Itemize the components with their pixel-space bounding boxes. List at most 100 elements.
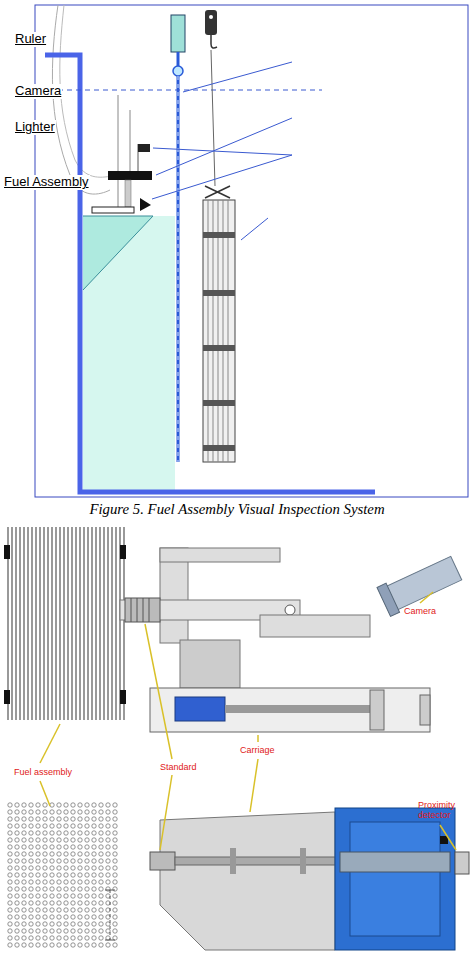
fuel-assembly-cross-section-part [113, 838, 117, 842]
callout-label: Proximity detector [418, 800, 464, 821]
callout-label: Standard [160, 762, 197, 772]
fuel-assembly-cross-section-part [43, 824, 47, 828]
fuel-assembly-side-view-part [4, 545, 10, 559]
part-label: Lighter [14, 120, 56, 135]
inspection-pool-drawing-part [178, 76, 179, 462]
fuel-assembly-side-view-part [39, 527, 41, 720]
fuel-assembly-cross-section-part [85, 838, 89, 842]
fuel-assembly-cross-section-part [57, 817, 61, 821]
fuel-assembly-cross-section-part [78, 894, 82, 898]
fuel-assembly-cross-section-part [36, 810, 40, 814]
fuel-assembly-cross-section-part [92, 845, 96, 849]
inspection-pool-drawing-part [203, 200, 235, 462]
inspection-mechanism-part-part [377, 583, 400, 616]
fuel-assembly-cross-section-part [71, 922, 75, 926]
fuel-assembly-cross-section-part [64, 859, 68, 863]
fuel-assembly-cross-section-part [50, 873, 54, 877]
leader-lines-part [420, 592, 433, 603]
fuel-assembly-cross-section-part [113, 852, 117, 856]
fuel-assembly-cross-section-part [57, 824, 61, 828]
fuel-assembly-side-view-part [107, 527, 109, 720]
inspection-mechanism-part [160, 812, 335, 950]
inspection-mechanism-part [149, 598, 150, 622]
fuel-assembly-side-view-part [19, 527, 21, 720]
inspection-mechanism-part [340, 852, 450, 872]
fuel-assembly-cross-section-part [92, 908, 96, 912]
fuel-assembly-cross-section-part [43, 810, 47, 814]
fuel-assembly-cross-section-part [43, 943, 47, 947]
fuel-assembly-cross-section-part [8, 894, 12, 898]
fuel-assembly-cross-section-part [99, 859, 103, 863]
inspection-pool-drawing-part [83, 216, 153, 290]
fuel-assembly-cross-section-part [113, 887, 117, 891]
fuel-assembly-cross-section-part [64, 922, 68, 926]
fuel-assembly-cross-section-part [78, 943, 82, 947]
fuel-assembly-cross-section-part [15, 866, 19, 870]
fuel-assembly-cross-section-part [92, 817, 96, 821]
fuel-assembly-cross-section-part [78, 922, 82, 926]
fuel-assembly-cross-section-part [22, 908, 26, 912]
inspection-pool-drawing-part [83, 216, 175, 490]
fuel-assembly-cross-section-part [22, 901, 26, 905]
inspection-pool-drawing-part [213, 200, 214, 462]
fuel-assembly-cross-section-part [71, 838, 75, 842]
fuel-assembly-side-view-part [83, 527, 85, 720]
fuel-assembly-cross-section-part [43, 922, 47, 926]
fuel-assembly-cross-section-part [92, 852, 96, 856]
fuel-assembly-side-view-part [51, 527, 53, 720]
fuel-assembly-cross-section-part [85, 915, 89, 919]
fuel-assembly-cross-section-part [64, 873, 68, 877]
fuel-assembly-cross-section-part [22, 887, 26, 891]
fuel-assembly-cross-section-part [64, 845, 68, 849]
fuel-assembly-cross-section-part [92, 803, 96, 807]
fuel-assembly-cross-section-part [15, 873, 19, 877]
fuel-assembly-cross-section-part [99, 908, 103, 912]
fuel-assembly-cross-section-part [8, 831, 12, 835]
fuel-assembly-cross-section-part [57, 838, 61, 842]
fuel-assembly-cross-section-part [99, 901, 103, 905]
inspection-pool-drawing-part [118, 95, 119, 207]
fuel-assembly-cross-section-part [71, 929, 75, 933]
fuel-assembly-cross-section-part [22, 845, 26, 849]
fuel-assembly-cross-section-part [57, 887, 61, 891]
inspection-pool-drawing-part [83, 216, 153, 217]
fuel-assembly-cross-section-part [29, 887, 33, 891]
fuel-assembly-cross-section-part [29, 922, 33, 926]
fuel-assembly-cross-section-part [71, 831, 75, 835]
fuel-assembly-cross-section-part [8, 852, 12, 856]
fuel-assembly-cross-section-part [50, 817, 54, 821]
inspection-pool-drawing-part [183, 62, 292, 92]
fuel-assembly-cross-section-part [57, 894, 61, 898]
inspection-mechanism-part [300, 848, 306, 874]
fuel-assembly-cross-section-part [92, 936, 96, 940]
inspection-mechanism-part [370, 690, 384, 730]
fuel-assembly-cross-section-part [50, 894, 54, 898]
fuel-assembly-side-view-part [79, 527, 81, 720]
fuel-assembly-cross-section-part [22, 838, 26, 842]
inspection-mechanism-part [175, 857, 335, 865]
fuel-assembly-cross-section-part [64, 852, 68, 856]
fuel-assembly-cross-section-part [85, 936, 89, 940]
fuel-assembly-cross-section-part [50, 838, 54, 842]
fuel-assembly-cross-section-part [29, 936, 33, 940]
fuel-assembly-cross-section-part [71, 880, 75, 884]
fuel-assembly-cross-section-part [113, 922, 117, 926]
fuel-assembly-cross-section-part [22, 880, 26, 884]
fuel-assembly-cross-section-part [113, 929, 117, 933]
fuel-assembly-cross-section-part [15, 824, 19, 828]
fuel-assembly-cross-section-part [99, 887, 103, 891]
fuel-assembly-cross-section-part [85, 866, 89, 870]
inspection-pool-drawing [35, 5, 468, 497]
inspection-pool-drawing-part [203, 400, 235, 406]
fuel-assembly-cross-section-part [113, 908, 117, 912]
fuel-assembly-cross-section-part [78, 908, 82, 912]
fuel-assembly-cross-section-part [22, 936, 26, 940]
fuel-assembly-cross-section-part [113, 810, 117, 814]
fuel-assembly-cross-section-part [99, 866, 103, 870]
leader-lines-part [145, 624, 172, 759]
fuel-assembly-cross-section-part [92, 943, 96, 947]
fuel-assembly-cross-section-part [92, 880, 96, 884]
leader-lines-part [250, 759, 258, 812]
fuel-assembly-cross-section-part [36, 894, 40, 898]
